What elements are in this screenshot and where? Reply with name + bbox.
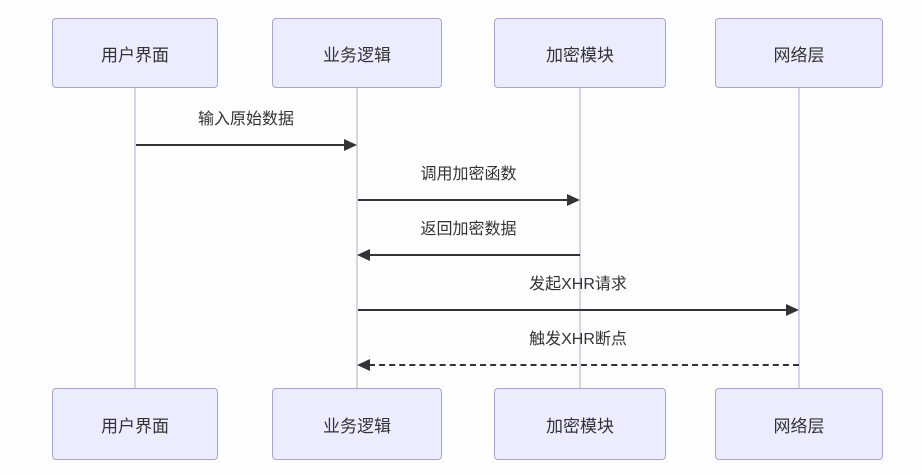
actor-bottom-business-logic: 业务逻辑 (272, 388, 442, 460)
actor-label: 业务逻辑 (323, 45, 391, 65)
actor-label: 用户界面 (101, 416, 169, 436)
actor-top-business-logic: 业务逻辑 (272, 18, 442, 88)
lifeline-user-interface (134, 88, 136, 388)
arrowhead-right-icon (567, 194, 580, 206)
message-line (358, 309, 787, 311)
actor-label: 加密模块 (546, 416, 614, 436)
message-line (369, 254, 580, 256)
message-line (358, 199, 568, 201)
arrowhead-right-icon (786, 304, 799, 316)
message-label-send-xhr-request: 发起XHR请求 (529, 276, 627, 293)
arrowhead-right-icon (344, 139, 357, 151)
actor-label: 网络层 (773, 45, 825, 65)
lifeline-network-layer (798, 88, 800, 388)
actor-bottom-network-layer: 网络层 (715, 388, 883, 460)
actor-top-crypto-module: 加密模块 (494, 18, 666, 88)
lifeline-business-logic (356, 88, 358, 388)
actor-top-user-interface: 用户界面 (52, 18, 218, 88)
message-label-call-encrypt-fn: 调用加密函数 (420, 166, 517, 183)
message-line (136, 144, 345, 146)
message-line-dashed (369, 364, 799, 366)
message-label-return-encrypted-data: 返回加密数据 (420, 221, 517, 238)
message-label-trigger-xhr-breakpoint: 触发XHR断点 (529, 331, 627, 348)
arrowhead-left-icon (357, 359, 370, 371)
actor-bottom-crypto-module: 加密模块 (494, 388, 666, 460)
actor-label: 网络层 (773, 416, 825, 436)
actor-bottom-user-interface: 用户界面 (52, 388, 218, 460)
arrowhead-left-icon (357, 249, 370, 261)
actor-top-network-layer: 网络层 (715, 18, 883, 88)
message-label-input-raw-data: 输入原始数据 (197, 111, 294, 128)
lifeline-crypto-module (579, 88, 581, 388)
actor-label: 加密模块 (546, 45, 614, 65)
actor-label: 业务逻辑 (323, 416, 391, 436)
actor-label: 用户界面 (101, 45, 169, 65)
